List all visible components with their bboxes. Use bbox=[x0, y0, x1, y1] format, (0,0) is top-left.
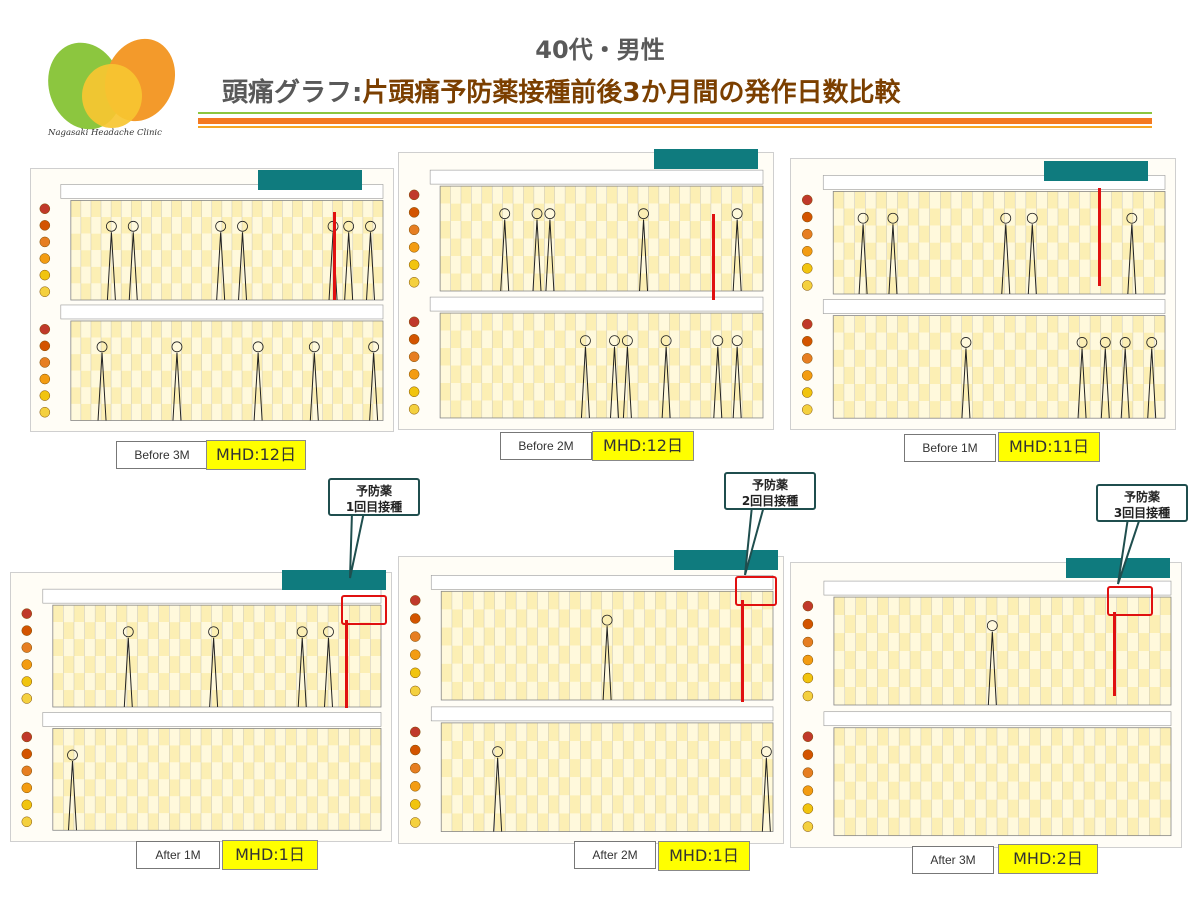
period-label: Before 1M bbox=[904, 434, 996, 462]
clinic-logo bbox=[48, 38, 176, 130]
headache-graph-after-3m bbox=[790, 562, 1182, 848]
redaction-box bbox=[258, 170, 362, 190]
period-label: After 1M bbox=[136, 841, 220, 869]
title-main: 片頭痛予防薬接種前後3か月間の発作日数比較 bbox=[362, 78, 901, 108]
injection-highlight-box bbox=[1107, 586, 1153, 616]
period-label: After 3M bbox=[912, 846, 994, 874]
diary-grid bbox=[39, 184, 384, 421]
mhd-badge: MHD:2日 bbox=[998, 844, 1098, 874]
mhd-badge: MHD:12日 bbox=[592, 431, 694, 461]
mhd-badge: MHD:11日 bbox=[998, 432, 1100, 462]
divider-green bbox=[198, 112, 1152, 114]
diary-grid bbox=[802, 580, 1172, 837]
redaction-box bbox=[1044, 161, 1148, 181]
injection-highlight-box bbox=[341, 595, 387, 625]
injection-highlight-box bbox=[735, 576, 777, 606]
headache-graph-before-2m bbox=[398, 152, 774, 430]
period-label: Before 2M bbox=[500, 432, 592, 460]
period-marker bbox=[1098, 188, 1101, 286]
mhd-badge: MHD:1日 bbox=[222, 840, 318, 870]
diary-grid bbox=[21, 588, 382, 831]
injection-marker bbox=[1113, 612, 1116, 696]
period-label: After 2M bbox=[574, 841, 656, 869]
injection-marker bbox=[741, 600, 744, 702]
title-line1: 40代・男性 bbox=[535, 36, 665, 64]
logo-text: Nagasaki Headache Clinic bbox=[48, 128, 162, 138]
title-line2: 頭痛グラフ:片頭痛予防薬接種前後3か月間の発作日数比較 bbox=[222, 72, 901, 109]
redaction-box bbox=[674, 550, 778, 570]
title-prefix: 頭痛グラフ: bbox=[222, 78, 363, 108]
injection-marker bbox=[345, 620, 348, 708]
divider-orange bbox=[198, 118, 1152, 124]
mhd-badge: MHD:1日 bbox=[658, 841, 750, 871]
period-marker bbox=[712, 214, 715, 300]
redaction-box bbox=[1066, 558, 1170, 578]
redaction-box bbox=[654, 149, 758, 169]
period-marker bbox=[333, 212, 336, 300]
diary-grid bbox=[408, 169, 764, 419]
mhd-badge: MHD:12日 bbox=[206, 440, 306, 470]
period-label: Before 3M bbox=[116, 441, 208, 469]
divider-amber bbox=[198, 126, 1152, 128]
headache-graph-after-1m bbox=[10, 572, 392, 842]
redaction-box bbox=[282, 570, 386, 590]
